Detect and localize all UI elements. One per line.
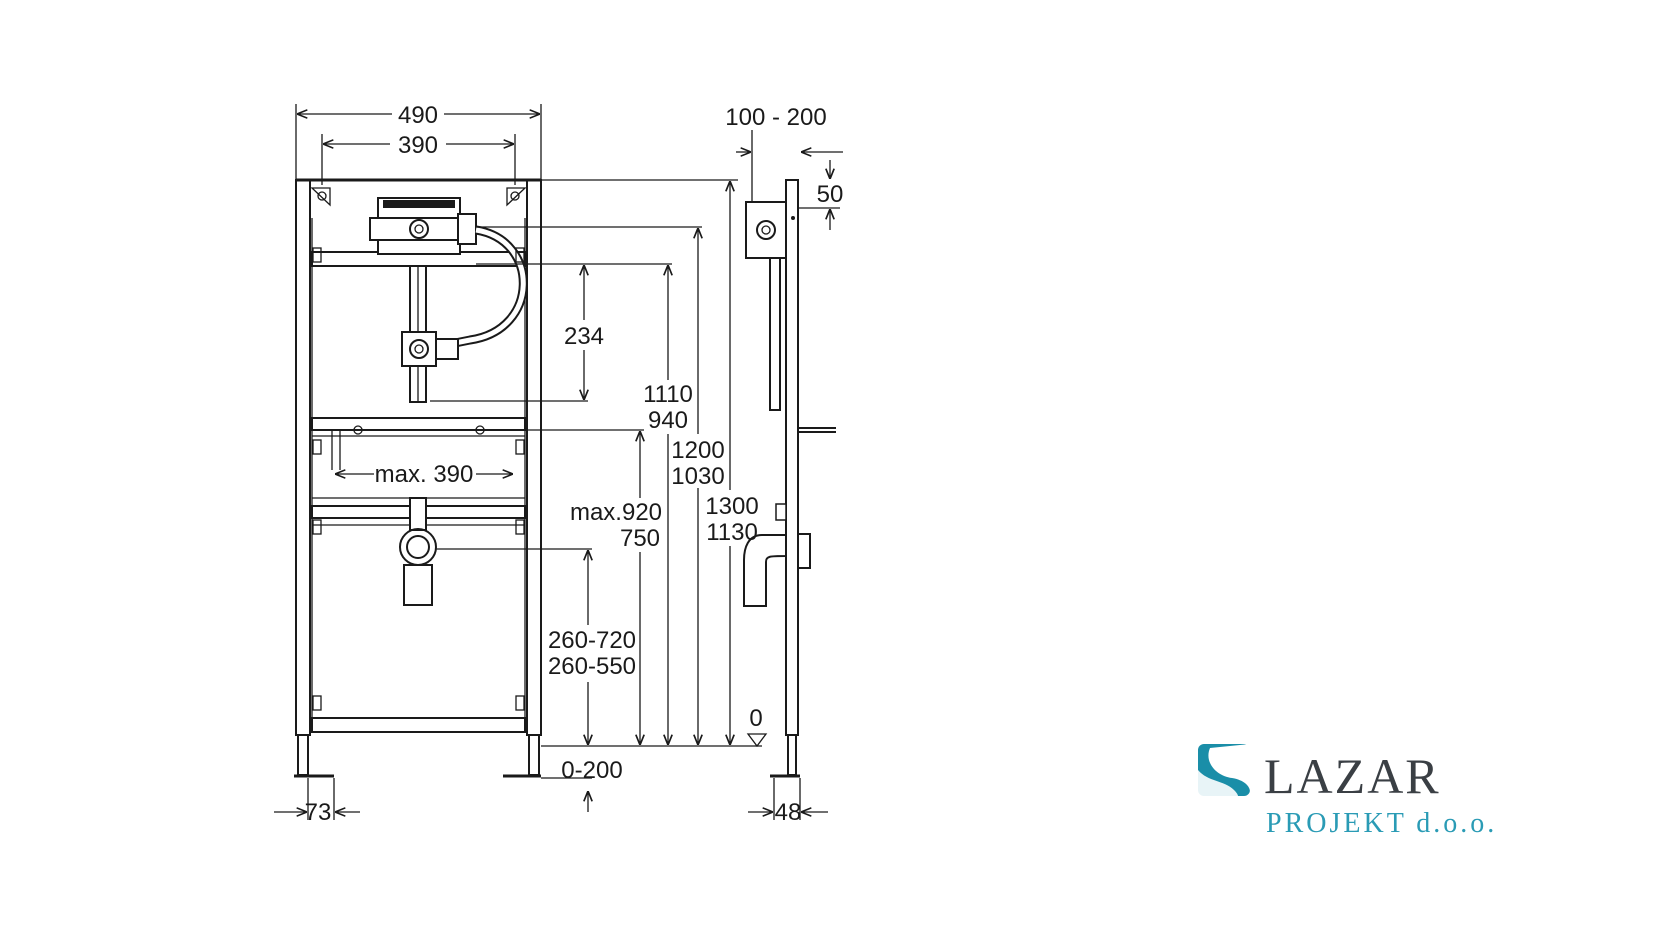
dim-frame-width: 490 [398,102,438,129]
dim-crossbar-max: max. 390 [375,461,474,488]
dimension-lines [274,104,843,820]
dim-frame-inner: 390 [398,132,438,159]
front-view [294,178,542,778]
wave-logo-icon [1198,744,1250,796]
dim-1200: 1200 [671,437,724,464]
dim-1030: 1030 [671,463,724,490]
dim-depth-range: 100 - 200 [725,104,826,131]
dim-940: 940 [648,407,688,434]
dim-foot-adjust: 0-200 [561,757,622,784]
dim-valve-spacing: 234 [564,323,604,350]
logo-name: LAZAR [1264,748,1441,804]
dim-top-offset: 50 [817,181,844,208]
dim-1130: 1130 [706,519,758,546]
dim-foot-depth: 48 [775,799,802,826]
dim-outlet-range2: 260-550 [548,653,636,680]
dim-foot-width: 73 [305,799,332,826]
dim-max920: max.920 [570,499,662,526]
dim-1110: 1110 [643,381,693,408]
dimension-labels: 490 390 100 - 200 50 234 1110 940 1200 1… [305,102,844,826]
side-view [743,179,836,778]
company-logo: LAZAR PROJEKT d.o.o. [1198,744,1497,839]
dim-750: 750 [620,525,660,552]
logo-subtitle: PROJEKT d.o.o. [1266,808,1497,839]
dim-1300: 1300 [705,493,758,520]
dim-zero-level: 0 [749,705,762,732]
dim-outlet-range1: 260-720 [548,627,636,654]
